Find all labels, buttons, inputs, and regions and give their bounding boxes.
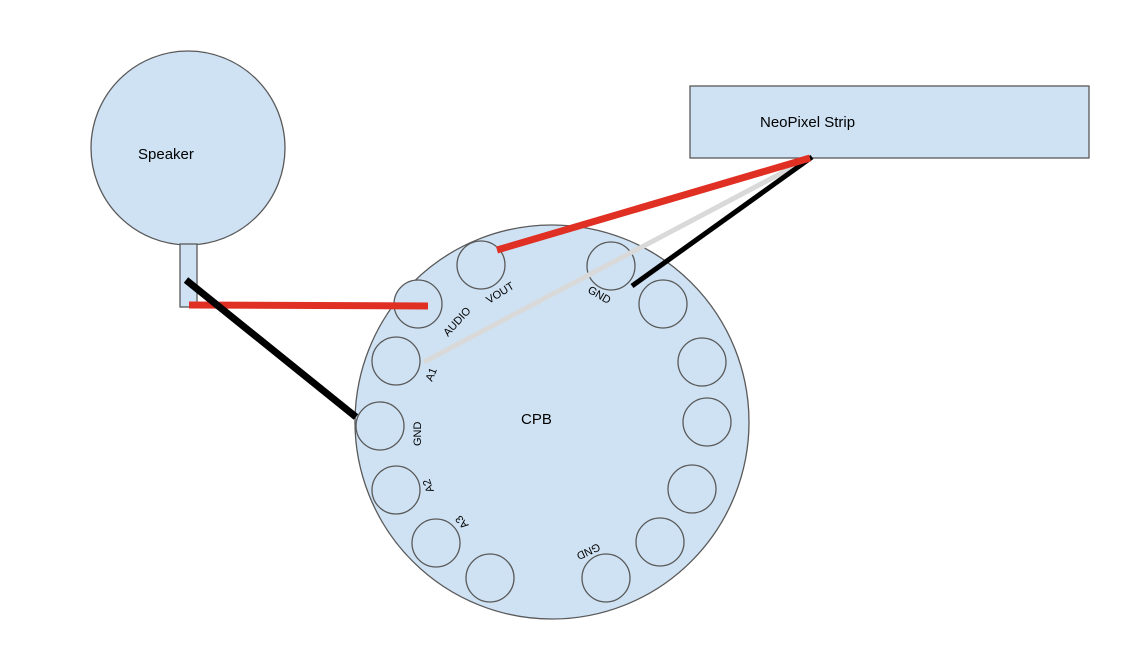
neopixel-strip [689, 85, 1090, 159]
pin-label-a1: A1 [424, 366, 440, 383]
pad-right-5 [635, 517, 685, 567]
wire-speaker-audio-red [188, 301, 429, 310]
speaker-terminal [179, 243, 198, 308]
wire-speaker-gnd-black [183, 277, 359, 420]
pad-a3 [411, 518, 461, 568]
pin-label-gnd-left: GND [412, 422, 424, 447]
pad-a1 [371, 336, 421, 386]
pad-right-1 [638, 279, 688, 329]
pad-bottom-left [465, 553, 515, 603]
pad-a2 [371, 465, 421, 515]
board-label: CPB [521, 411, 552, 428]
pad-gnd-left [355, 401, 405, 451]
pin-label-a2: A2 [421, 477, 437, 494]
pad-right-4 [667, 464, 717, 514]
wire-neopixel-data-grey [422, 154, 814, 365]
pad-gnd-bottom [581, 553, 631, 603]
pad-right-3 [682, 397, 732, 447]
pad-right-2 [677, 337, 727, 387]
wire-neopixel-gnd-black [630, 154, 814, 289]
wire-neopixel-power-red [496, 154, 811, 254]
pad-group [355, 240, 732, 603]
pad-vout [456, 240, 506, 290]
neopixel-label: NeoPixel Strip [760, 114, 855, 131]
speaker-label: Speaker [138, 146, 194, 163]
